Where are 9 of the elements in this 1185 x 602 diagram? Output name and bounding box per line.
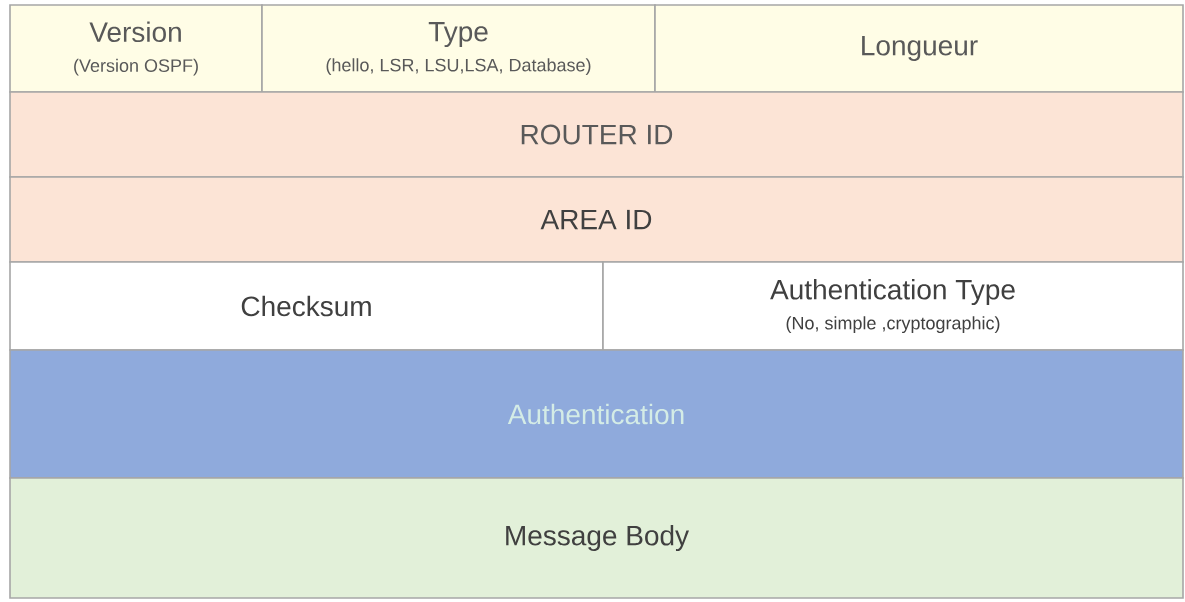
field-cell: ROUTER ID [9,91,1184,178]
field-cell: Version (Version OSPF) [9,4,263,93]
field-cell: Longueur [654,4,1184,93]
field-cell: Type (hello, LSR, LSU,LSA, Database) [261,4,656,93]
field-cell: Authentication Type (No, simple ,cryptographic) [602,261,1184,351]
field-cell: Message Body [9,477,1184,599]
field-cell: Checksum [9,261,604,351]
field-cell: Authentication [9,349,1184,479]
field-cell: AREA ID [9,176,1184,263]
